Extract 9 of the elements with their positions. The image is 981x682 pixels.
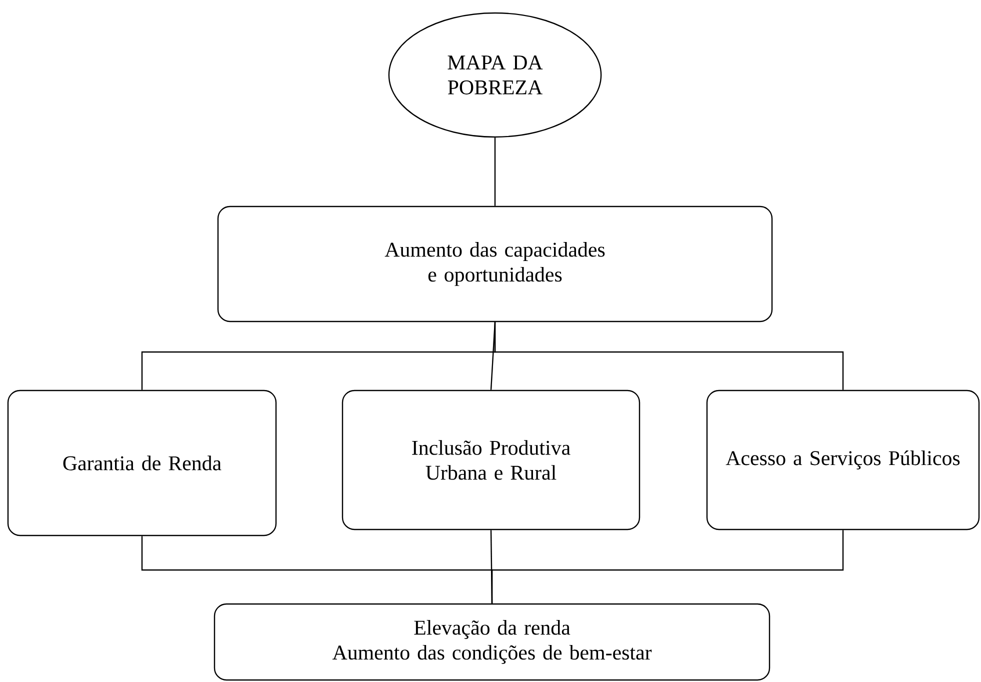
- connector-line: [494, 322, 844, 390]
- process-box: Inclusão Produtiva Urbana e Rural: [342, 390, 640, 530]
- process-box: Elevação da renda Aumento das condições de bem-estar: [214, 603, 770, 681]
- connector-line: [490, 322, 496, 390]
- process-box: Acesso a Serviços Públicos: [706, 390, 980, 530]
- process-box: Aumento das capacidades e oportunidades: [217, 206, 773, 322]
- connector-line: [491, 530, 844, 604]
- connector-line: [494, 138, 496, 206]
- process-box: Garantia de Renda: [7, 390, 277, 536]
